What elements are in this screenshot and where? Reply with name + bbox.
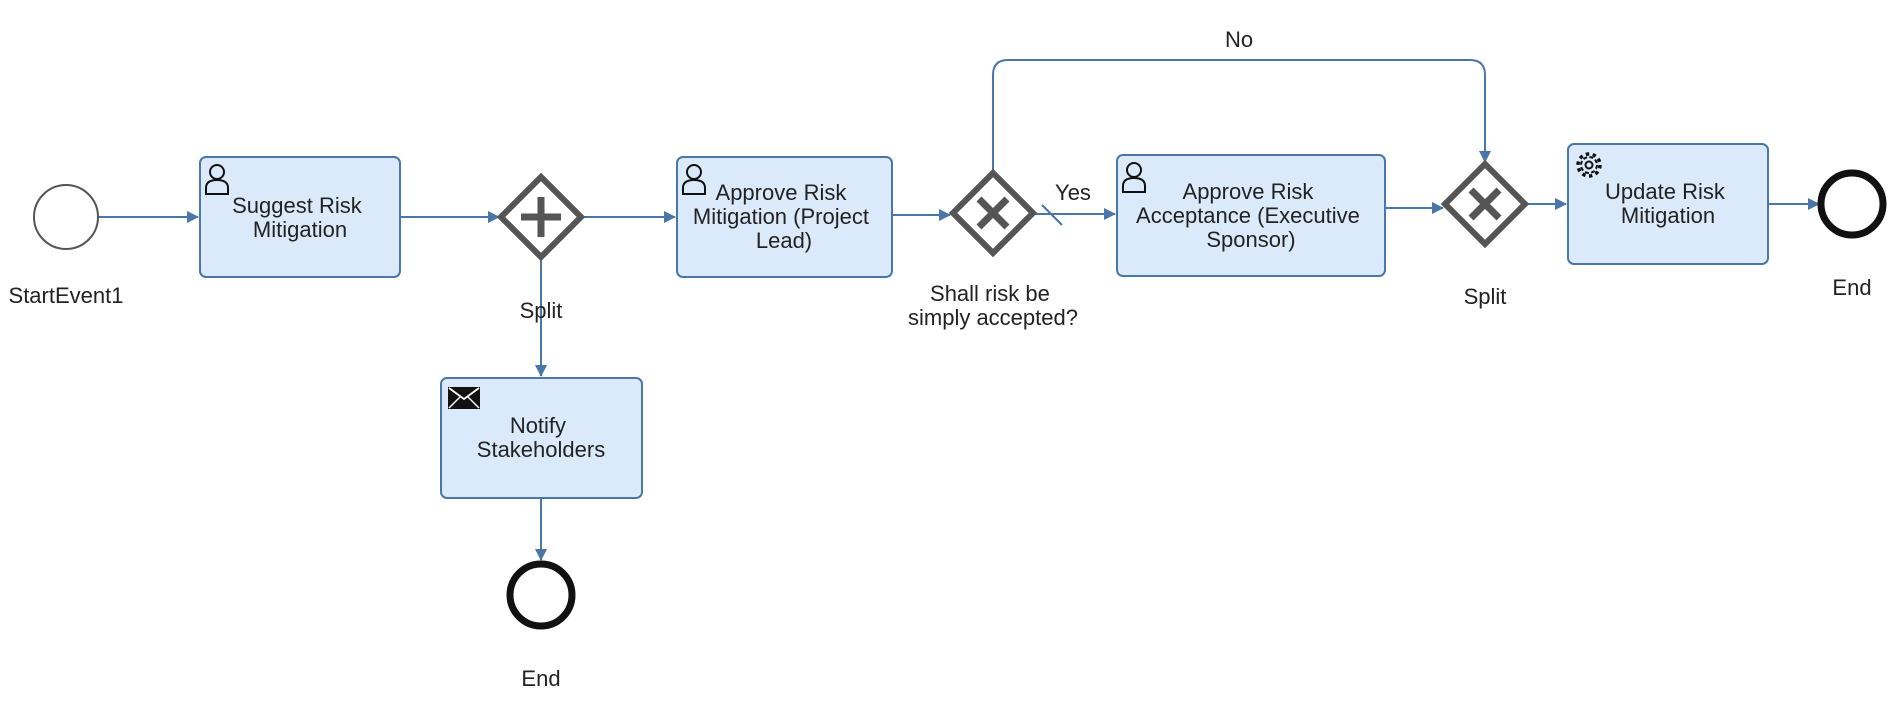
task-label-line: Mitigation (Project: [693, 204, 869, 229]
task-label-line: Suggest Risk: [232, 193, 363, 218]
task-approve-risk-mitigation[interactable]: Approve Risk Mitigation (Project Lead): [676, 156, 893, 278]
flow-no-to-merge[interactable]: [992, 59, 1491, 172]
end-event-notify-label: End: [521, 666, 560, 691]
task-label-line: Acceptance (Executive: [1136, 203, 1360, 228]
gear-icon: [1576, 152, 1602, 178]
exclusive-merge-gateway[interactable]: [1440, 159, 1530, 249]
task-approve-risk-acceptance[interactable]: Approve Risk Acceptance (Executive Spons…: [1116, 154, 1386, 277]
parallel-split-gateway[interactable]: [496, 172, 586, 262]
start-event[interactable]: [33, 184, 99, 250]
task-label-line: Approve Risk: [1183, 179, 1315, 204]
task-label-line: Mitigation: [1621, 203, 1715, 228]
task-label-line: Stakeholders: [477, 437, 605, 462]
end-event-main[interactable]: [1817, 169, 1887, 239]
svg-text:Approve Risk Acceptance: Approve Risk Acceptance (Executive Spons…: [1136, 179, 1366, 252]
decision-gateway-label: Shall risk be simply accepted?: [908, 281, 1078, 330]
task-suggest-risk-mitigation[interactable]: Suggest Risk Mitigation: [199, 156, 401, 278]
svg-text:Approve Risk Mitigation: Approve Risk Mitigation (Project Lead): [693, 180, 875, 253]
end-event-main-label: End: [1832, 275, 1871, 300]
parallel-split-label: Split: [520, 298, 563, 323]
task-label-line: Sponsor): [1206, 227, 1295, 252]
svg-text:Update Risk Mitigation: Update Risk Mitigation: [1605, 179, 1731, 228]
end-event-notify[interactable]: [506, 560, 576, 630]
task-update-risk-mitigation[interactable]: Update Risk Mitigation: [1567, 143, 1769, 265]
task-label-line: Update Risk: [1605, 179, 1726, 204]
start-event-label: StartEvent1: [9, 283, 124, 308]
task-label-line: Approve Risk: [716, 180, 848, 205]
task-label-line: Mitigation: [253, 217, 347, 242]
user-icon: [682, 164, 706, 195]
default-flow-slash: [1041, 204, 1063, 226]
yes-flow-label: Yes: [1055, 180, 1091, 205]
user-icon: [1122, 162, 1146, 193]
svg-text:Notify Stakeholders: Notify Stakeholders: [477, 413, 605, 462]
envelope-icon: [448, 387, 480, 409]
user-icon: [205, 164, 229, 195]
exclusive-decision-gateway[interactable]: [948, 168, 1038, 258]
task-label-line: Lead): [756, 228, 812, 253]
decision-label-line: Shall risk be: [930, 281, 1050, 306]
no-flow-label: No: [1225, 27, 1253, 52]
decision-label-line: simply accepted?: [908, 305, 1078, 330]
svg-text:Suggest Risk Mitigation: Suggest Risk Mitigation: [232, 193, 368, 242]
task-notify-stakeholders[interactable]: Notify Stakeholders: [440, 377, 643, 499]
merge-gateway-label: Split: [1464, 284, 1507, 309]
task-label-line: Notify: [510, 413, 566, 438]
